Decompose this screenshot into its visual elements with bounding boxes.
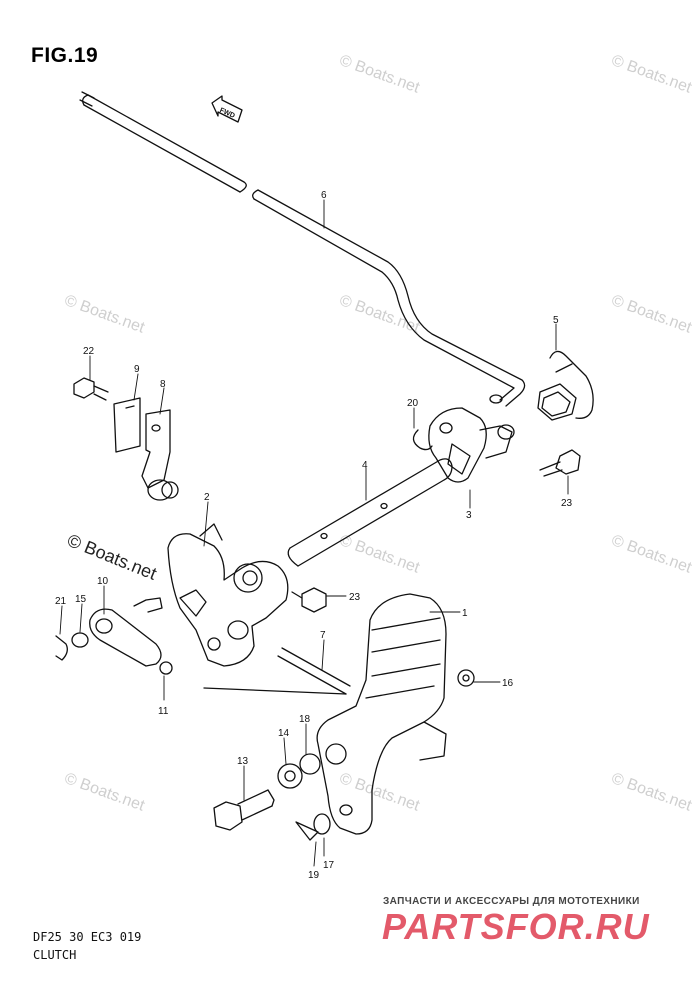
part-4-shaft xyxy=(287,458,453,567)
part-17-clip xyxy=(313,813,331,835)
part-5-joint xyxy=(537,350,594,421)
figure-title: FIG.19 xyxy=(31,44,99,67)
fwd-arrow-icon xyxy=(211,95,243,123)
callout-11: 11 xyxy=(158,706,169,717)
callout-16: 16 xyxy=(502,678,514,689)
callout-14: 14 xyxy=(278,728,290,739)
part-18-ring xyxy=(299,753,321,775)
callout-17: 17 xyxy=(323,860,335,871)
callout-4: 4 xyxy=(362,460,368,471)
callout-2: 2 xyxy=(204,492,210,503)
part-9-plate xyxy=(113,397,141,453)
part-20-clip xyxy=(412,429,433,451)
callout-9: 9 xyxy=(134,364,140,375)
part-13-bolt xyxy=(213,789,275,831)
callout-1: 1 xyxy=(462,608,468,619)
part-23-bolt xyxy=(291,587,327,613)
callout-23: 23 xyxy=(561,498,573,509)
part-14-washer xyxy=(277,763,303,789)
part-16-washer xyxy=(457,669,475,687)
leader-lines xyxy=(59,199,569,867)
diagram-name: CLUTCH xyxy=(33,948,77,962)
part-23-bolt xyxy=(539,449,581,477)
part-2-housing xyxy=(167,523,289,667)
part-6-rod xyxy=(79,91,526,407)
callout-7: 7 xyxy=(320,630,326,641)
callout-15: 15 xyxy=(75,594,87,605)
callout-6: 6 xyxy=(321,190,327,201)
callout-18: 18 xyxy=(299,714,311,725)
callout-13: 13 xyxy=(237,756,249,767)
part-3-lever xyxy=(428,407,515,483)
callout-23: 23 xyxy=(349,592,361,603)
diagram-code: DF25 30 EC3 019 xyxy=(33,930,142,944)
callout-8: 8 xyxy=(160,379,166,390)
part-8-bracket xyxy=(141,409,179,501)
part-21-pin xyxy=(55,635,68,661)
part-1-pedal xyxy=(316,593,447,835)
part-15-washer xyxy=(71,632,89,648)
part-10-arm xyxy=(89,597,163,667)
callout-10: 10 xyxy=(97,576,109,587)
callout-5: 5 xyxy=(553,315,559,326)
callout-21: 21 xyxy=(55,596,67,607)
callout-3: 3 xyxy=(466,510,472,521)
callout-20: 20 xyxy=(407,398,419,409)
part-7-rod xyxy=(203,647,351,695)
part-22-bolt xyxy=(73,377,109,401)
callout-22: 22 xyxy=(83,346,95,357)
shop-tagline: ЗАПЧАСТИ И АКСЕССУАРЫ ДЛЯ МОТОТЕХНИКИ xyxy=(383,896,640,907)
shop-logo: PARTSFOR.RU xyxy=(382,906,650,947)
part-19-pin xyxy=(295,821,319,841)
callout-19: 19 xyxy=(308,870,320,881)
part-11-ring xyxy=(159,661,173,675)
